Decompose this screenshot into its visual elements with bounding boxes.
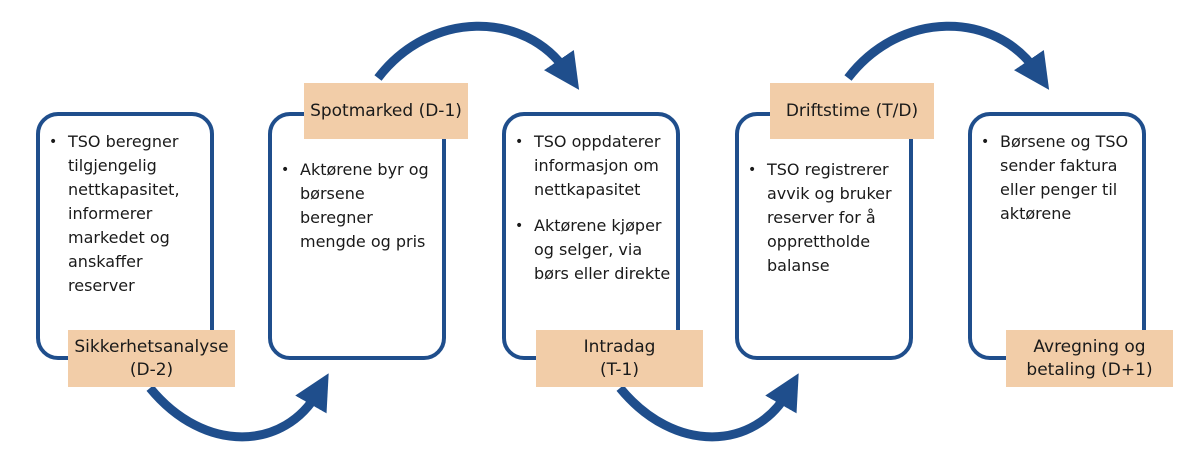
arrow-intradag-to-driftstime [616, 373, 799, 442]
stage-bullets-sikkerhetsanalyse: TSO beregner tilgjengelig nettkapasitet,… [46, 130, 208, 310]
stage-label-avregning: Avregning og betaling (D+1) [1006, 330, 1173, 387]
bullet-item: TSO beregner tilgjengelig nettkapasitet,… [46, 130, 208, 298]
stage-bullets-intradag: TSO oppdaterer informasjon om nettkapasi… [512, 130, 674, 298]
stage-label-sikkerhetsanalyse: Sikkerhetsanalyse (D-2) [68, 330, 235, 387]
arrow-sikkerhetsanalyse-to-spotmarked [146, 373, 329, 442]
stage-label-spotmarked: Spotmarked (D-1) [304, 83, 468, 139]
bullet-item: Aktørene byr og børsene beregner mengde … [278, 158, 440, 254]
stage-label-intradag: Intradag (T-1) [536, 330, 703, 387]
bullet-item: TSO oppdaterer informasjon om nettkapasi… [512, 130, 674, 202]
stage-bullets-driftstime: TSO registrerer avvik og bruker reserver… [745, 158, 907, 290]
bullet-item: TSO registrerer avvik og bruker reserver… [745, 158, 907, 278]
bullet-item: Børsene og TSO sender faktura eller peng… [978, 130, 1140, 226]
stage-bullets-avregning: Børsene og TSO sender faktura eller peng… [978, 130, 1140, 238]
arrow-spotmarked-to-intradag [374, 21, 580, 90]
bullet-item: Aktørene kjøper og selger, via børs elle… [512, 214, 674, 286]
stage-label-driftstime: Driftstime (T/D) [770, 83, 934, 139]
stage-bullets-spotmarked: Aktørene byr og børsene beregner mengde … [278, 158, 440, 266]
arrow-driftstime-to-avregning [844, 21, 1050, 90]
